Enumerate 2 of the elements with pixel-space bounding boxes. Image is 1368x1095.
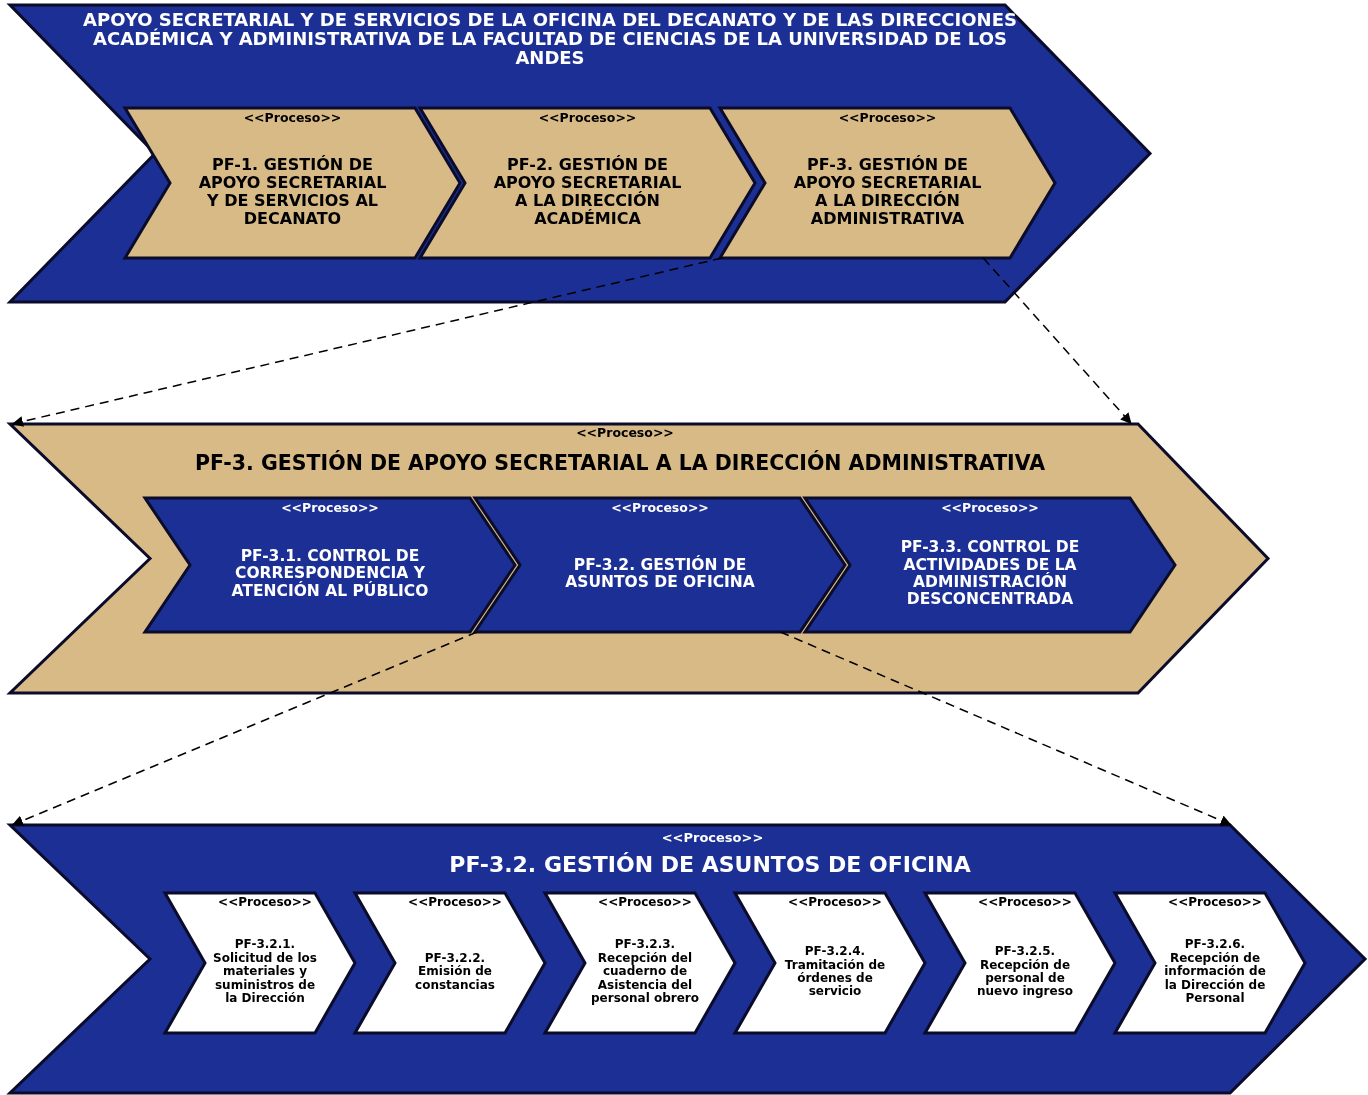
dashed-arrow [11,257,723,427]
dashed-arrow [982,257,1133,425]
